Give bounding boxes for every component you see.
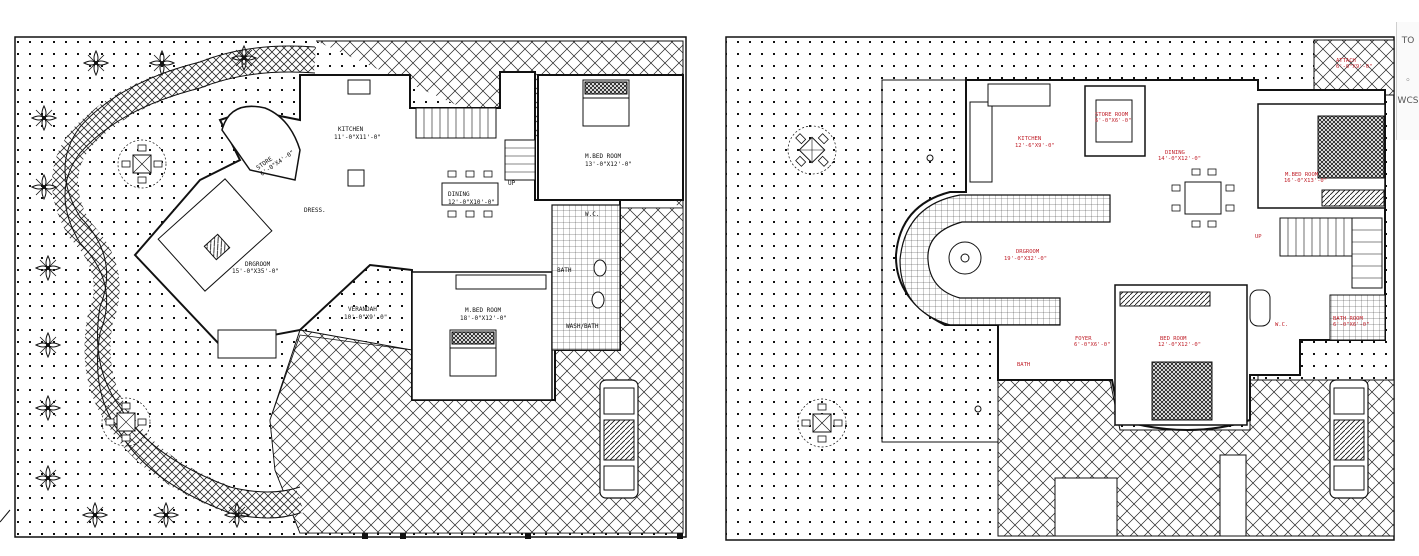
right-foyer-dim: 6'-0"X6'-0" xyxy=(1074,342,1110,348)
left-verandah-label: VERANDAH xyxy=(348,306,377,313)
left-mbedroom2-dim: 18'-0"X12'-0" xyxy=(460,315,507,322)
right-bedroom-label: BED ROOM xyxy=(1160,336,1187,342)
right-kitchen-dim: 12'-6"X9'-0" xyxy=(1015,143,1055,149)
left-washbath-label: WASH/BATH xyxy=(566,323,599,330)
left-kitchen-dim: 11'-0"X11'-0" xyxy=(334,134,381,141)
right-wc-label: W.C. xyxy=(1275,322,1288,328)
right-bathroom-label: BATH ROOM xyxy=(1333,316,1363,322)
left-mbedroom-dim: 13'-0"X12'-0" xyxy=(585,161,632,168)
right-dining-label: DINING xyxy=(1165,150,1185,156)
right-mbedroom-dim: 16'-0"X13'-0" xyxy=(1284,178,1327,184)
left-kitchen-label: KITCHEN xyxy=(338,126,364,133)
right-attach-label: ATTACH xyxy=(1336,58,1356,64)
left-floor-plan xyxy=(0,36,687,539)
left-verandah-dim: 10'-0"X9'-0" xyxy=(344,314,387,321)
left-bath-label: BATH xyxy=(557,267,572,274)
right-attach-dim: 6'-0"X9'-0" xyxy=(1336,64,1372,70)
left-dress-label: DRESS. xyxy=(304,207,326,214)
left-drgroom-dim: 15'-0"X35'-0" xyxy=(232,268,279,275)
right-kitchen-label: KITCHEN xyxy=(1018,136,1041,142)
left-dining-dim: 12'-0"X10'-0" xyxy=(448,199,495,206)
left-wc-label: W.C. xyxy=(585,211,599,218)
right-store-dim: 6'-0"X6'-0" xyxy=(1095,118,1131,124)
right-stair-up-label: UP xyxy=(1255,234,1262,240)
left-mbedroom-label: M.BED ROOM xyxy=(585,153,622,160)
right-bedroom-dim: 12'-0"X12'-0" xyxy=(1158,342,1201,348)
right-mbedroom-label: M.BED ROOM xyxy=(1285,172,1319,178)
viewcube-compass-icon: ◦ xyxy=(1405,76,1411,86)
left-mbedroom2-label: M.BED ROOM xyxy=(465,307,502,314)
right-drgroom-dim: 19'-0"X32'-0" xyxy=(1004,256,1047,262)
viewcube-top-button[interactable]: TO xyxy=(1401,36,1415,46)
right-dining-dim: 14'-0"X12'-0" xyxy=(1158,156,1201,162)
left-dining-label: DINING xyxy=(448,191,470,198)
right-bathroom-dim: 6'-0"X6'-0" xyxy=(1333,322,1369,328)
right-store-label: STORE ROOM xyxy=(1095,112,1129,118)
left-drgroom-label: DRGROOM xyxy=(245,261,271,268)
right-bath-label: BATH xyxy=(1017,362,1030,368)
right-foyer-label: FOYER xyxy=(1075,336,1092,342)
right-drgroom-label: DRGROOM xyxy=(1016,249,1040,255)
viewcube-panel[interactable]: TO ◦ WCS xyxy=(1396,22,1419,140)
right-floor-plan xyxy=(725,36,1395,541)
left-stair-up-label: UP xyxy=(508,180,516,187)
wcs-button[interactable]: WCS xyxy=(1397,96,1419,106)
